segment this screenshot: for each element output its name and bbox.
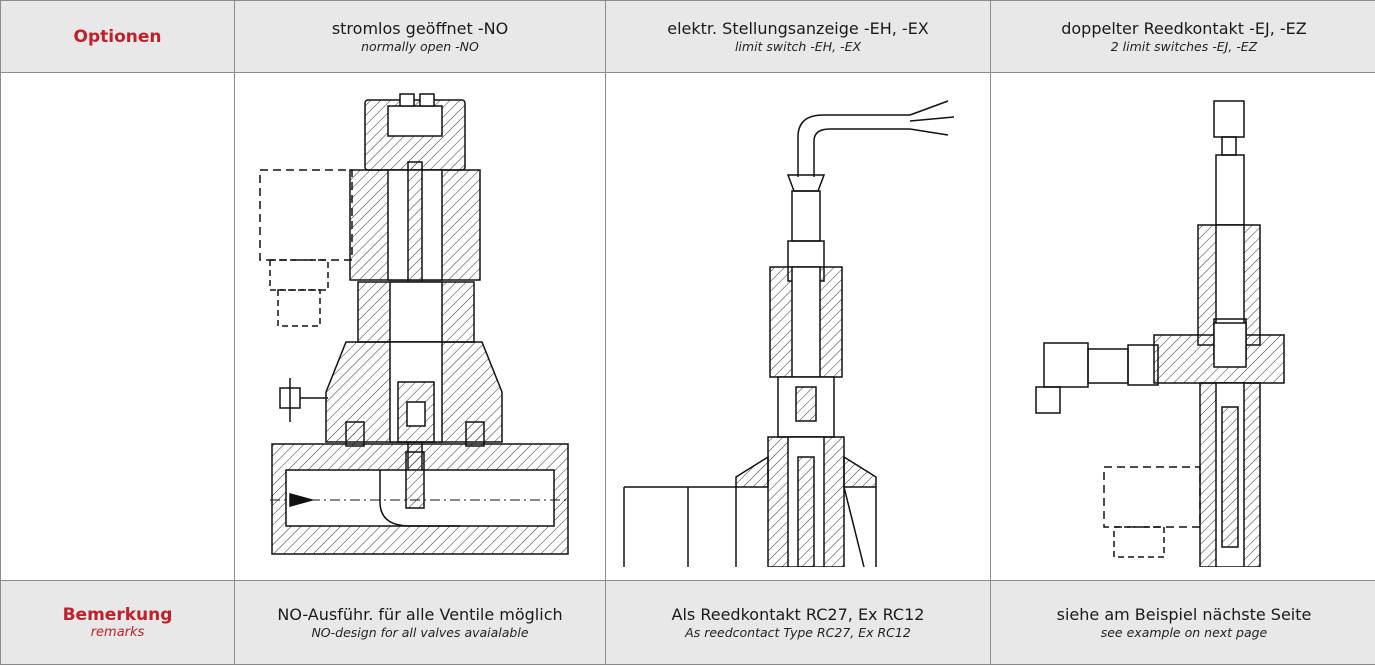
header-cell-no: stromlos geöffnet -NO normally open -NO	[234, 0, 606, 73]
limit-switch-drawing-svg	[623, 99, 955, 567]
remarks-label-cell: Bemerkung remarks	[0, 580, 235, 665]
remark-cell-limit-switch: Als Reedkontakt RC27, Ex RC12 As reedcon…	[605, 580, 991, 665]
remark-double-reed-subtitle: see example on next page	[1100, 624, 1268, 640]
remark-cell-no: NO-Ausführ. für alle Ventile möglich NO-…	[234, 580, 606, 665]
limit-switch-section-drawing	[605, 72, 991, 581]
empty-drawing-cell	[0, 72, 235, 581]
header-limit-switch-subtitle: limit switch -EH, -EX	[734, 38, 862, 54]
header-cell-limit-switch: elektr. Stellungsanzeige -EH, -EX limit …	[605, 0, 991, 73]
header-no-subtitle: normally open -NO	[361, 38, 479, 54]
double-reed-drawing-svg	[1035, 99, 1285, 567]
header-row: Optionen stromlos geöffnet -NO normally …	[0, 0, 1375, 73]
header-limit-switch-title: elektr. Stellungsanzeige -EH, -EX	[667, 18, 929, 38]
remark-double-reed-title: siehe am Beispiel nächste Seite	[1056, 604, 1312, 624]
header-cell-double-reed: doppelter Reedkontakt -EJ, -EZ 2 limit s…	[990, 0, 1375, 73]
header-double-reed-subtitle: 2 limit switches -EJ, -EZ	[1110, 38, 1258, 54]
remark-limit-switch-subtitle: As reedcontact Type RC27, Ex RC12	[685, 624, 911, 640]
remark-no-subtitle: NO-design for all valves avaialable	[311, 624, 529, 640]
valve-no-drawing-svg	[259, 92, 570, 555]
remarks-sublabel: remarks	[90, 624, 145, 640]
double-reed-contact-section-drawing	[990, 72, 1375, 581]
remark-limit-switch-title: Als Reedkontakt RC27, Ex RC12	[671, 604, 925, 624]
options-label-cell: Optionen	[0, 0, 235, 73]
remarks-label: Bemerkung	[62, 604, 173, 625]
options-label: Optionen	[73, 26, 162, 47]
header-no-title: stromlos geöffnet -NO	[331, 18, 509, 38]
valve-no-section-drawing	[234, 72, 606, 581]
remark-no-title: NO-Ausführ. für alle Ventile möglich	[277, 604, 563, 624]
drawing-row	[0, 72, 1375, 581]
header-double-reed-title: doppelter Reedkontakt -EJ, -EZ	[1061, 18, 1307, 38]
remark-cell-double-reed: siehe am Beispiel nächste Seite see exam…	[990, 580, 1375, 665]
footer-row: Bemerkung remarks NO-Ausführ. für alle V…	[0, 580, 1375, 665]
